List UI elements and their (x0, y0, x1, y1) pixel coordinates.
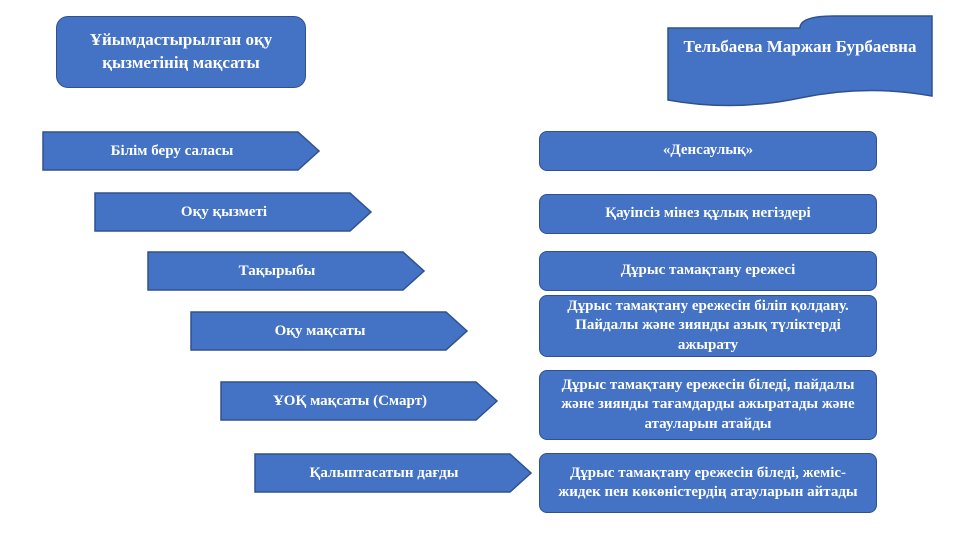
arrow-label: ҰОҚ мақсаты (Смарт) (272, 392, 428, 409)
author-name: Тельбаева Маржан Бурбаевна (683, 37, 917, 56)
arrow-smart-goal: ҰОҚ мақсаты (Смарт) (220, 381, 498, 421)
arrow-label: Қалыптасатын дағды (309, 464, 459, 481)
value-education-area: «Денсаулық» (539, 131, 877, 171)
arrow-label: Білім беру саласы (110, 142, 234, 159)
arrow-label: Оқу мақсаты (274, 322, 366, 339)
value-learning-goal: Дұрыс тамақтану ережесін біліп қолдану. … (539, 295, 877, 357)
arrow-shape (42, 131, 320, 171)
author-banner: Тельбаева Маржан Бурбаевна (666, 14, 934, 108)
value-learning-activity: Қауіпсіз мінез құлық негіздері (539, 194, 877, 234)
arrow-shape (220, 381, 498, 421)
arrow-shape (94, 192, 372, 232)
banner-shape (667, 15, 933, 107)
arrow-shape (147, 251, 425, 291)
arrow-shape (254, 453, 532, 493)
arrow-shape (190, 311, 468, 351)
arrow-learning-goal: Оқу мақсаты (190, 311, 468, 351)
value-skills: Дұрыс тамақтану ережесін біледі, жеміс-ж… (539, 453, 877, 513)
arrow-skills: Қалыптасатын дағды (254, 453, 532, 493)
slide-title: Ұйымдастырылған оқу қызметінің мақсаты (56, 16, 306, 88)
arrow-education-area: Білім беру саласы (42, 131, 320, 171)
arrow-label: Тақырыбы (238, 262, 316, 279)
arrow-learning-activity: Оқу қызметі (94, 192, 372, 232)
value-topic: Дұрыс тамақтану ережесі (539, 251, 877, 291)
arrow-topic: Тақырыбы (147, 251, 425, 291)
arrow-label: Оқу қызметі (180, 203, 268, 220)
value-smart-goal: Дұрыс тамақтану ережесін біледі, пайдалы… (539, 370, 877, 440)
